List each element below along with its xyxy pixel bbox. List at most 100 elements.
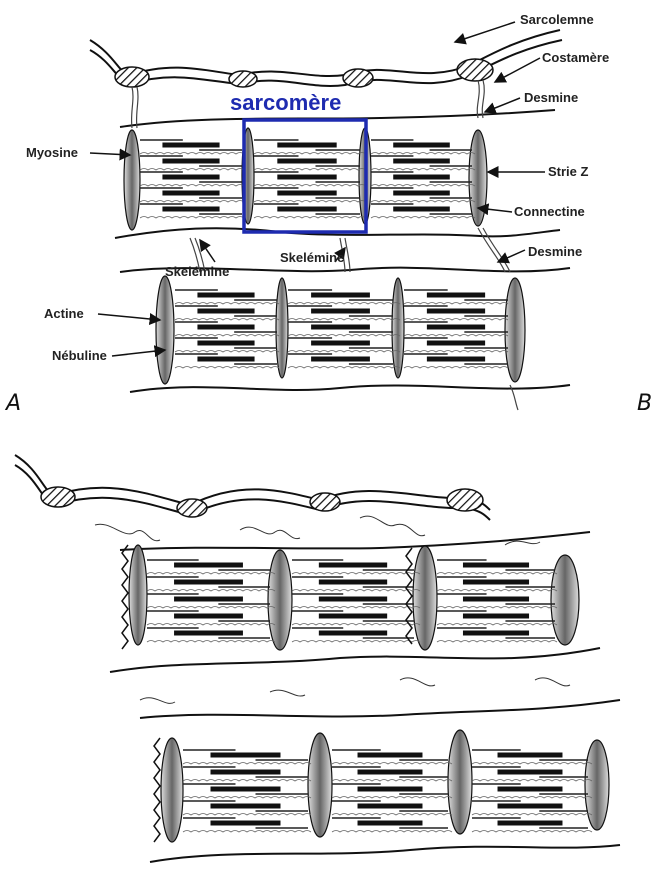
myosin-filament	[211, 804, 281, 809]
connectin-filament	[437, 641, 557, 643]
myosin-filament	[463, 597, 529, 602]
connectin-filament	[292, 624, 420, 626]
label-desmine-top: Desmine	[524, 90, 578, 105]
myosin-filament	[311, 357, 370, 362]
myosin-filament	[427, 325, 485, 330]
myosin-filament	[311, 309, 370, 314]
z-disc	[308, 733, 332, 837]
myosin-filament	[319, 614, 387, 619]
z-disc	[161, 738, 183, 842]
myosin-filament	[358, 770, 423, 775]
sarcolemma-membrane-b	[15, 455, 490, 520]
connectin-filament	[371, 201, 475, 203]
myosin-filament	[498, 770, 563, 775]
myosin-filament	[358, 804, 423, 809]
myosin-filament	[463, 563, 529, 568]
sarcolemma-membrane	[90, 30, 562, 86]
connectin-filament	[332, 780, 452, 782]
myosin-filament	[174, 597, 243, 602]
connectin-filament	[175, 335, 279, 337]
myosin-filament	[358, 753, 423, 758]
z-disc	[469, 130, 487, 226]
connectin-filament	[472, 780, 592, 782]
label-sarcolemne: Sarcolemne	[520, 12, 594, 27]
connectin-filament	[175, 351, 279, 353]
myosin-filament	[463, 580, 529, 585]
connectin-filament	[371, 185, 475, 187]
myosin-filament	[463, 631, 529, 636]
myofibril-row-2	[120, 268, 570, 392]
myosin-filament	[174, 563, 243, 568]
connectin-filament	[254, 217, 366, 219]
myosin-filament	[211, 770, 281, 775]
myosin-filament	[427, 341, 485, 346]
connectin-filament	[292, 607, 420, 609]
myosin-filament	[358, 821, 423, 826]
connectin-filament	[140, 153, 244, 155]
label-connectine: Connectine	[514, 204, 585, 219]
connectin-filament	[404, 367, 508, 369]
connectin-filament	[183, 780, 311, 782]
costamere	[177, 499, 207, 517]
costamere-group-b	[41, 487, 483, 517]
connectin-filament	[140, 169, 244, 171]
myosin-filament	[197, 357, 254, 362]
myosin-filament	[277, 159, 336, 164]
connectin-filament	[472, 797, 592, 799]
connectin-filament	[437, 573, 557, 575]
label-nebuline: Nébuline	[52, 348, 107, 363]
connectin-filament	[292, 641, 420, 643]
connectin-filament	[254, 185, 366, 187]
myosin-filament	[393, 159, 450, 164]
connectin-filament	[404, 319, 508, 321]
connectin-filament	[288, 303, 400, 305]
connectin-filament	[147, 607, 275, 609]
myosin-filament	[498, 753, 563, 758]
connectin-filament	[183, 797, 311, 799]
connectin-filament	[183, 763, 311, 765]
z-disc	[448, 730, 472, 834]
myosin-filament	[427, 293, 485, 298]
connectin-filament	[472, 814, 592, 816]
connectin-filament	[175, 367, 279, 369]
myosin-filament	[393, 143, 450, 148]
connectin-filament	[147, 573, 275, 575]
myosin-filament	[197, 293, 254, 298]
z-disc	[392, 278, 404, 378]
connectin-filament	[472, 763, 592, 765]
connectin-filament	[147, 641, 275, 643]
myosin-filament	[174, 580, 243, 585]
myosin-filament	[463, 614, 529, 619]
myosin-filament	[319, 563, 387, 568]
label-skelemine-mid: Skelémine	[280, 250, 344, 265]
myosin-filament	[162, 191, 219, 196]
myosin-filament	[393, 191, 450, 196]
costamere	[457, 59, 493, 81]
costamere	[115, 67, 149, 87]
panel-b-diagram	[15, 455, 620, 862]
myosin-filament	[319, 597, 387, 602]
sarcomere-label: sarcomère	[230, 90, 341, 115]
myosin-filament	[498, 821, 563, 826]
connectin-filament	[288, 351, 400, 353]
costamere	[229, 71, 257, 87]
connectin-filament	[292, 573, 420, 575]
myosin-filament	[162, 159, 219, 164]
connectin-filament	[140, 185, 244, 187]
myosin-filament	[197, 309, 254, 314]
label-costamere: Costamère	[542, 50, 609, 65]
z-disc	[551, 555, 579, 645]
connectin-filament	[332, 831, 452, 833]
myosin-filament	[498, 787, 563, 792]
costamere	[447, 489, 483, 511]
myosin-filament	[162, 175, 219, 180]
myosin-filament	[311, 325, 370, 330]
connectin-filament	[437, 590, 557, 592]
myosin-filament	[393, 175, 450, 180]
myosin-filament	[311, 293, 370, 298]
panel-a-diagram: sarcomère Sarcolemne Costamère Desmine M…	[4, 12, 652, 416]
myosin-filament	[277, 191, 336, 196]
connectin-filament	[254, 201, 366, 203]
connectin-filament	[175, 319, 279, 321]
desmin-tangles	[95, 516, 570, 703]
